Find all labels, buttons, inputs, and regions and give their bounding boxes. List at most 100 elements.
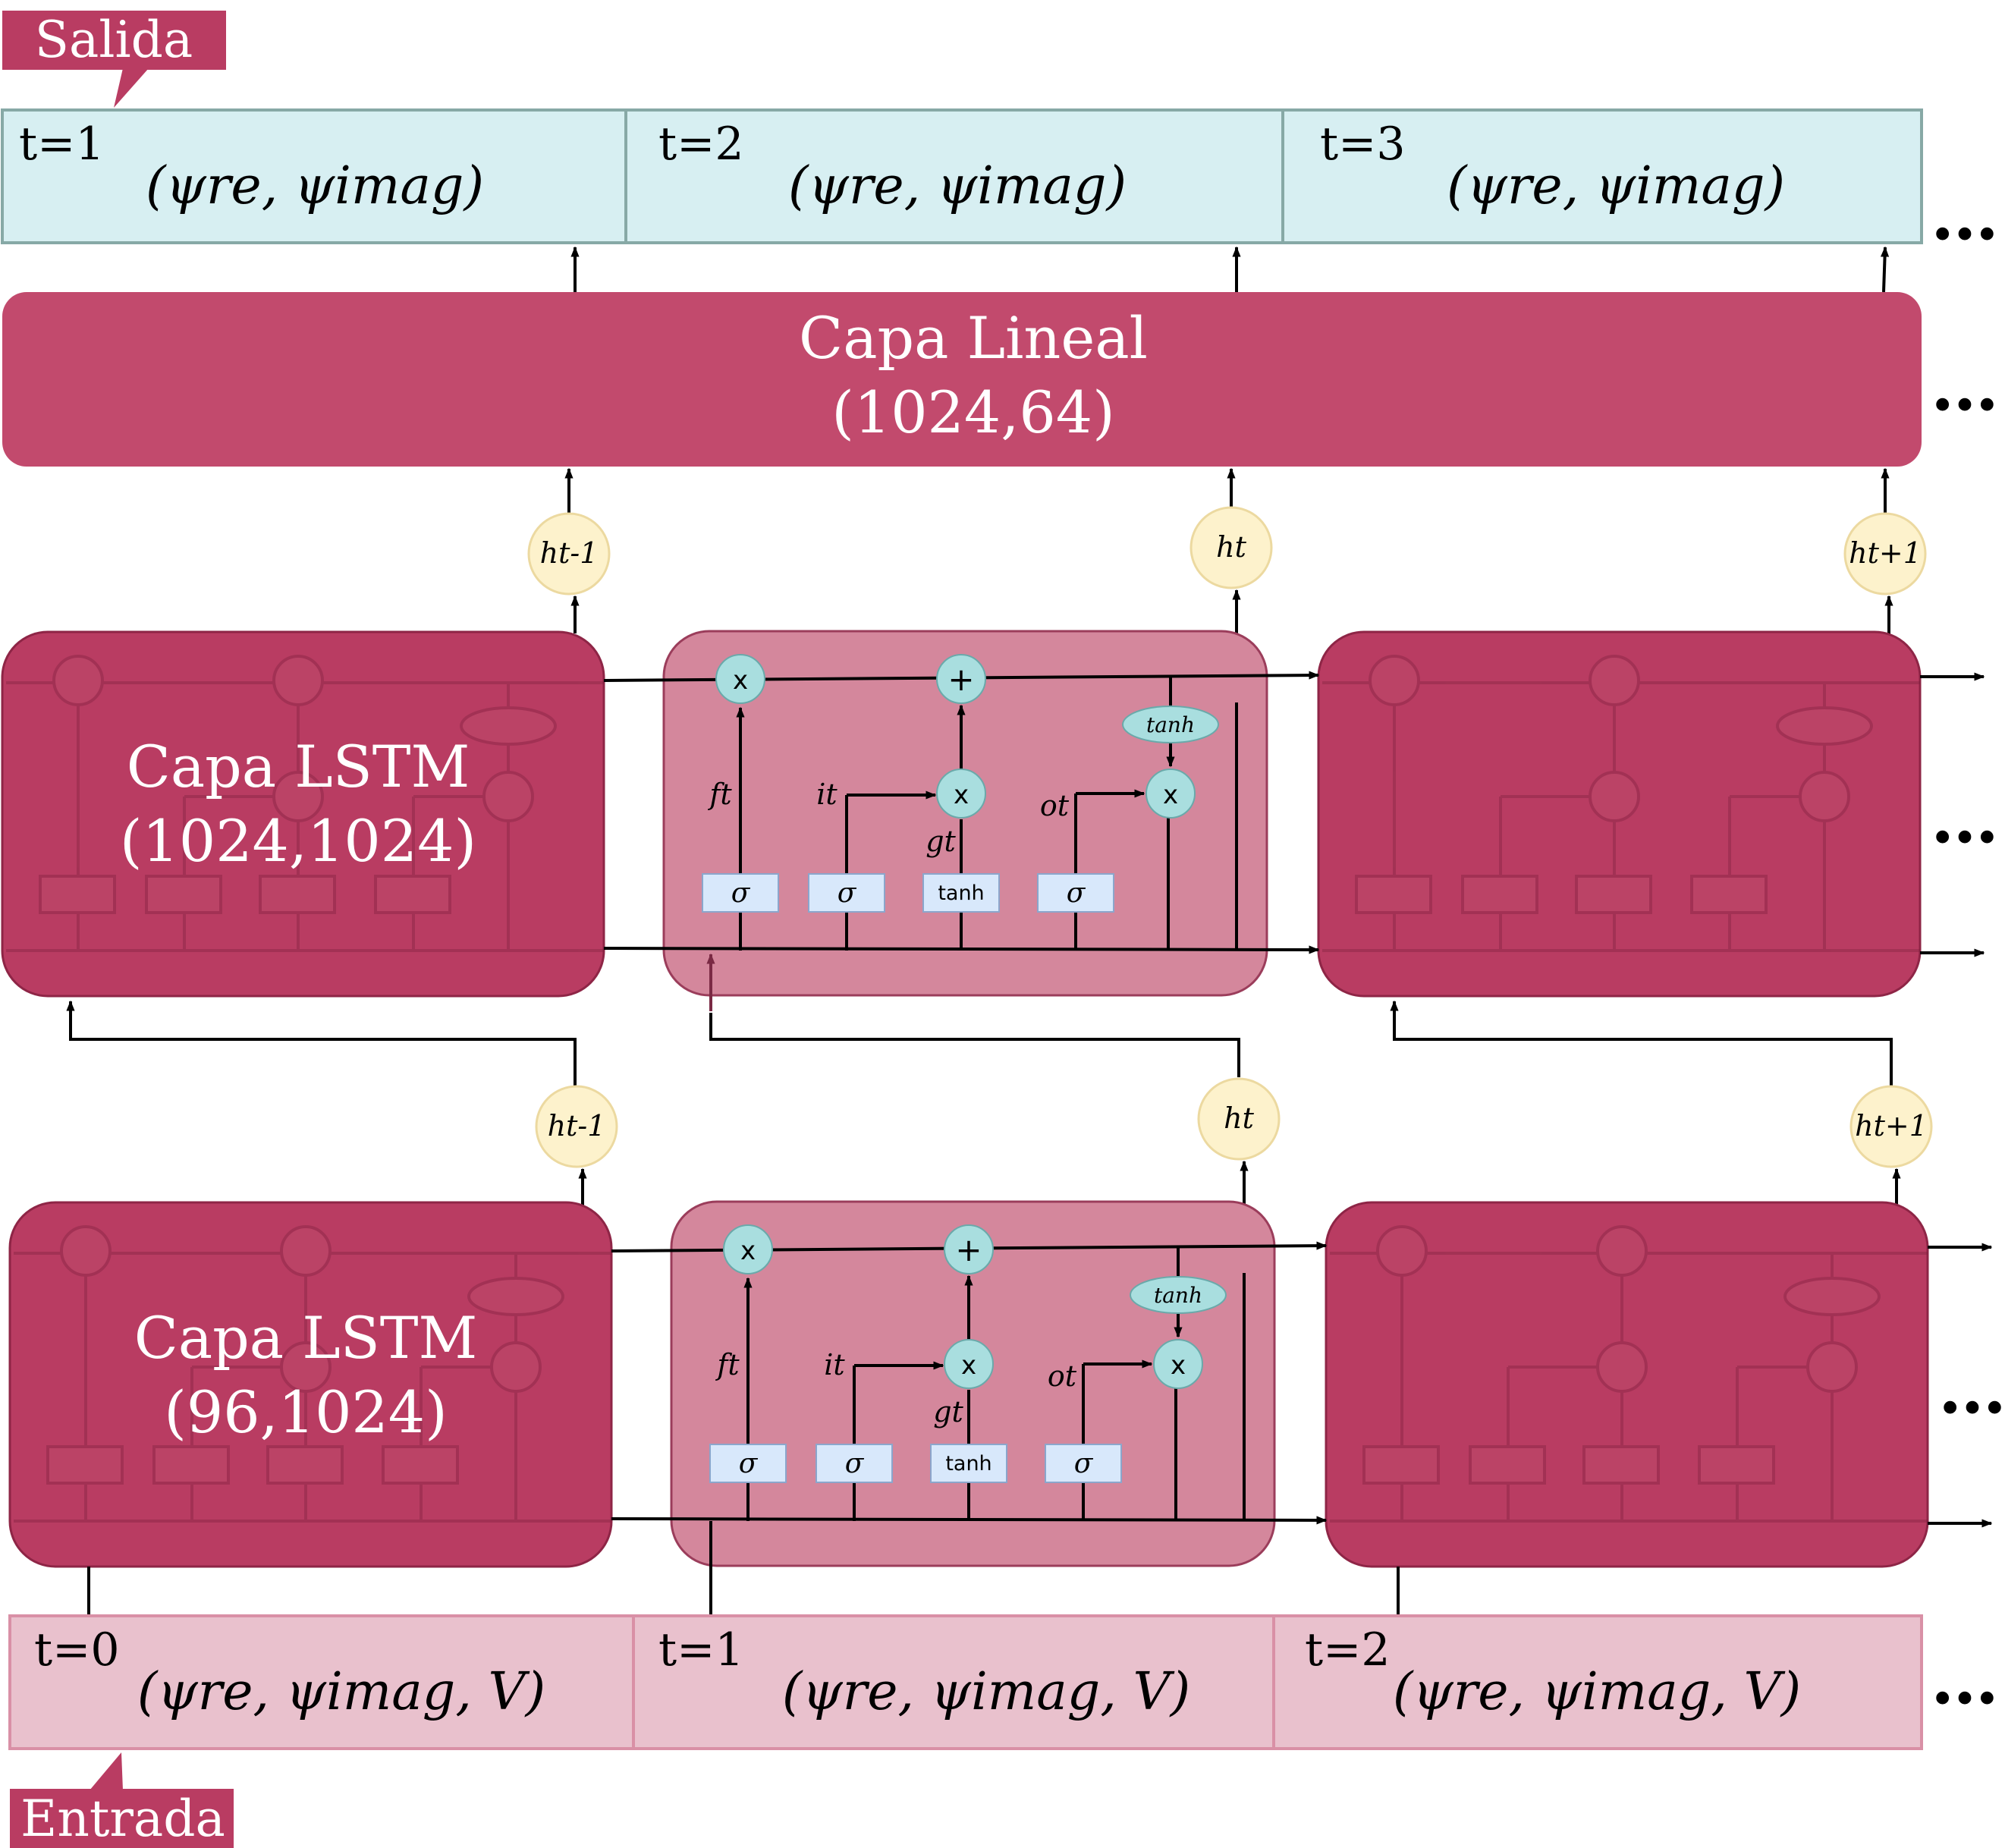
- lstm-top-layer: Capa LSTM (1024,1024): [1, 630, 1922, 998]
- input-callout: Entrada: [10, 1752, 234, 1848]
- top-forget-mult-symbol: x: [733, 665, 748, 696]
- lstm-bottom-dims: (96,1024): [164, 1378, 448, 1446]
- top-tanh-node: [1122, 706, 1219, 743]
- conn-hidden-bottom-3: [1390, 1000, 1893, 1086]
- hidden-top-1-label: ht-1: [540, 536, 599, 570]
- lstm-top-left-ghost: [6, 655, 604, 952]
- output-value-1: (ψre, ψimag): [146, 156, 484, 216]
- input-cell-2: [632, 1614, 1275, 1750]
- bottom-sigma-i: [816, 1444, 893, 1483]
- top-ot-label: ot: [1040, 789, 1070, 822]
- lstm-bottom-right-ghost: [1330, 1225, 1928, 1523]
- bottom-sigma-f: [709, 1444, 787, 1483]
- output-time-2: t=2: [658, 118, 744, 171]
- linear-layer: Capa Lineal (1024,64): [2, 292, 1922, 467]
- output-row: t=1 (ψre, ψimag) t=2 (ψre, ψimag) t=3 (ψ…: [1, 108, 1923, 244]
- conn-hidden-bottom-1: [66, 1000, 577, 1086]
- input-callout-pointer: [90, 1752, 123, 1790]
- output-callout-pointer: [114, 68, 149, 108]
- top-tanh-g: [922, 873, 1000, 913]
- input-cell-3: [1272, 1614, 1923, 1750]
- top-tanh-g-label: tanh: [938, 882, 984, 905]
- bottom-tanh-label: tanh: [1154, 1283, 1202, 1308]
- output-time-1: t=1: [19, 118, 105, 171]
- top-output-mult-node: [1145, 768, 1196, 819]
- lstm-top-right-ghost: [1322, 655, 1920, 952]
- bottom-tanh-g-label: tanh: [945, 1452, 992, 1476]
- bottom-ft-label: ft: [715, 1348, 740, 1381]
- output-callout: Salida: [2, 11, 226, 108]
- hidden-top-3: [1843, 512, 1927, 596]
- arrow-linear-to-output-3: [1880, 246, 1890, 293]
- hidden-bottom-1-label: ht-1: [548, 1109, 606, 1142]
- bottom-forget-mult-symbol: x: [740, 1236, 756, 1266]
- inter-layer-connections: [66, 1000, 1893, 1086]
- input-time-2: t=1: [658, 1623, 744, 1677]
- input-value-3: (ψre, ψimag, V): [1393, 1662, 1801, 1722]
- output-ellipsis: …: [1931, 175, 1999, 256]
- input-value-1: (ψre, ψimag, V): [137, 1662, 545, 1722]
- bottom-forget-mult-node: [723, 1224, 773, 1274]
- bottom-tanh-g: [930, 1444, 1007, 1483]
- output-cell-2: [624, 108, 1284, 244]
- linear-layer-box: [2, 292, 1922, 467]
- top-tanh-label: tanh: [1146, 712, 1195, 737]
- input-callout-box: [10, 1789, 234, 1848]
- input-time-1: t=0: [34, 1623, 120, 1677]
- conn-hidden-bottom-2: [709, 1013, 1240, 1077]
- bottom-input-mult-symbol: x: [961, 1350, 976, 1381]
- bottom-input-mult-node: [944, 1339, 994, 1389]
- hidden-bottom-2: [1197, 1077, 1281, 1161]
- hidden-bottom-3-label: ht+1: [1855, 1109, 1928, 1142]
- bottom-it-label: it: [824, 1348, 845, 1381]
- top-forget-mult-node: [715, 654, 765, 704]
- lstm-bottom-cell-left: [8, 1201, 613, 1568]
- top-add-symbol: +: [948, 661, 974, 698]
- lstm-top-cell-right: [1317, 630, 1922, 998]
- lstm-top-dims: (1024,1024): [120, 807, 476, 875]
- hidden-bottom-1: [535, 1085, 618, 1168]
- output-cell-3: [1281, 108, 1923, 244]
- top-output-mult-symbol: x: [1163, 780, 1178, 810]
- top-add-node: [936, 654, 986, 704]
- lstm-top-cell-left: [1, 630, 605, 998]
- top-input-mult-node: [936, 768, 986, 819]
- top-gt-label: gt: [926, 825, 956, 858]
- top-it-label: it: [816, 778, 838, 811]
- linear-ellipsis: …: [1931, 346, 1999, 426]
- input-ellipsis: …: [1931, 1639, 1999, 1720]
- input-label: Entrada: [20, 1790, 225, 1848]
- lstm-bottom-left-ghost: [14, 1225, 611, 1523]
- bottom-sigma-f-label: σ: [739, 1448, 759, 1479]
- output-cell-1: [1, 108, 627, 244]
- hidden-bottom-3: [1849, 1085, 1933, 1168]
- top-sigma-o-label: σ: [1067, 878, 1086, 909]
- hidden-top-2: [1189, 506, 1273, 589]
- top-sigma-i: [808, 873, 885, 913]
- bottom-ot-label: ot: [1048, 1359, 1077, 1393]
- output-value-3: (ψre, ψimag): [1447, 156, 1785, 216]
- bottom-add-symbol: +: [955, 1231, 982, 1268]
- hidden-top-1: [527, 512, 611, 596]
- bottom-gt-label: gt: [933, 1395, 963, 1428]
- top-sigma-o: [1037, 873, 1114, 913]
- bottom-tanh-node: [1130, 1276, 1227, 1314]
- hidden-top-3-label: ht+1: [1849, 536, 1922, 570]
- input-value-2: (ψre, ψimag, V): [782, 1662, 1190, 1722]
- lstm-top-mid-internals: x + x x tanh σ σ tanh σ ft it gt ot: [603, 654, 1985, 1011]
- input-cell-1: [8, 1614, 635, 1750]
- top-sigma-f: [702, 873, 779, 913]
- output-label: Salida: [35, 11, 193, 69]
- output-time-3: t=3: [1320, 118, 1406, 171]
- lstm-bottom-title: Capa LSTM: [134, 1304, 478, 1372]
- hidden-bottom-2-label: ht: [1224, 1102, 1254, 1135]
- top-hidden-states: ht-1 ht ht+1: [527, 467, 1927, 651]
- lstm-top-title: Capa LSTM: [127, 733, 470, 800]
- linear-layer-dims: (1024,64): [831, 379, 1115, 446]
- lstm-bottom-mid-internals: x + x x tanh σ σ tanh σ ft it gt ot: [611, 1224, 1993, 1528]
- input-time-3: t=2: [1305, 1623, 1391, 1677]
- bottom-sigma-o: [1045, 1444, 1122, 1483]
- top-sigma-i-label: σ: [838, 878, 857, 909]
- lstm-bottom-layer: Capa LSTM (96,1024): [8, 1200, 1929, 1568]
